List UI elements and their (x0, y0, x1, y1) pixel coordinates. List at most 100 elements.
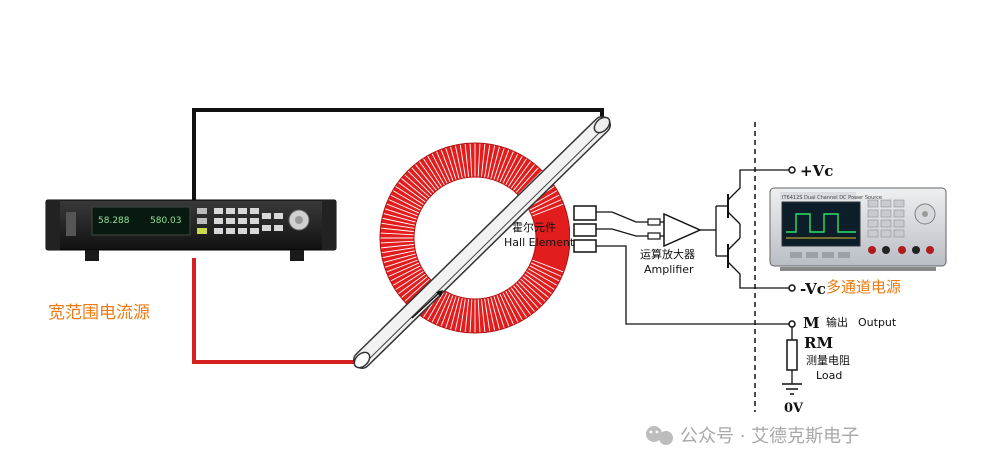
coil-turn (515, 167, 539, 193)
ground-label: 0V (784, 401, 804, 416)
coil-turn (454, 297, 463, 332)
coil-turn (477, 143, 481, 178)
coil-turn (407, 170, 433, 196)
coil-turn (386, 203, 419, 217)
coil-turn (520, 278, 546, 302)
coil-turn (400, 276, 428, 299)
coil-turn (529, 194, 560, 211)
coil-turn (395, 185, 425, 206)
coil-turn (530, 262, 562, 278)
coil-turn (464, 298, 470, 333)
watermark-text: 公众号 · 艾德克斯电子 (680, 426, 859, 447)
hall-element-block (573, 205, 597, 221)
coil-turn (464, 143, 470, 178)
coil-turn (449, 146, 460, 180)
coil-turn (477, 298, 481, 333)
coil-turn (507, 158, 528, 188)
coil-turn (383, 253, 417, 264)
coil-turn (493, 147, 505, 181)
coil-turn (502, 153, 519, 184)
source-button[interactable] (197, 208, 207, 214)
coil-turn (505, 155, 523, 186)
pos-supply-label: +Vc (800, 162, 833, 180)
hall-element-block (573, 223, 597, 237)
current-direction-arrow (436, 290, 443, 297)
multi-channel-power-supply: IT6412S Dual Channel DC Power Source (769, 187, 947, 271)
coil-turn (445, 295, 457, 329)
coil-turn (529, 265, 560, 282)
coil-turn (445, 147, 457, 181)
neg-supply-terminal (788, 284, 796, 292)
coil-turn (381, 217, 416, 226)
coil-turn (380, 232, 415, 236)
coil-turn (427, 155, 445, 186)
coil-turn (490, 296, 501, 330)
coil-turn (390, 265, 421, 282)
pos-supply-terminal (788, 166, 796, 174)
coil-turn (380, 227, 415, 233)
coil-turn (440, 294, 454, 327)
coil-turn (404, 278, 430, 302)
current-conductor-rod (353, 116, 611, 369)
power-switch[interactable] (66, 212, 76, 236)
coil-turn (469, 298, 473, 333)
coil-turn (395, 270, 425, 291)
coil-turn (390, 194, 421, 211)
ground-symbol (782, 383, 802, 395)
supply-keypad[interactable] (867, 199, 905, 238)
neg-supply-label: -Vc (800, 280, 826, 298)
coil-turn (418, 160, 440, 189)
coil-turn (499, 293, 515, 325)
coil-turn (404, 174, 430, 198)
coil-turn (431, 292, 448, 323)
coil-turn (431, 153, 448, 184)
watermark: 公众号 · 艾德克斯电子 (646, 426, 859, 447)
coil-turn (384, 256, 418, 268)
coil-turn (510, 287, 532, 316)
coil-turn (490, 146, 501, 180)
source-button[interactable] (197, 228, 207, 234)
source-button[interactable] (197, 218, 207, 224)
supply-title: IT6412S Dual Channel DC Power Source (782, 195, 882, 201)
coil-turn (427, 290, 445, 321)
input-resistor (647, 232, 661, 240)
m-node-label: M (803, 314, 820, 332)
coil-turn (388, 262, 420, 278)
coil-turn (422, 158, 443, 188)
coil-turn (435, 151, 451, 183)
output-terminal (788, 320, 796, 328)
measure-resistor (786, 339, 798, 371)
coil-turn (510, 160, 532, 189)
coil-turn (507, 288, 528, 318)
supply-output-terminals (868, 246, 934, 254)
coil-turn (380, 240, 415, 244)
hall-element-label-en: Hall Element (504, 236, 575, 249)
coil-turn (531, 203, 564, 217)
coil-turn (484, 144, 491, 178)
coil-turn (440, 149, 454, 182)
coil-turn (484, 298, 491, 332)
coil-turn (513, 163, 536, 191)
multi-channel-source-label: 多通道电源 (826, 278, 901, 296)
amplifier-label-en: Amplifier (644, 263, 694, 276)
coil-turn (525, 270, 555, 291)
coil-turn (487, 144, 496, 179)
positive-wire (192, 258, 362, 364)
coil-turn (480, 298, 486, 333)
coil-turn (527, 268, 558, 286)
coil-turn (515, 283, 539, 309)
wide-range-source-label: 宽范围电流源 (48, 303, 150, 323)
output-label-en: Output (858, 316, 897, 329)
load-label-en: Load (816, 369, 842, 382)
coil-turn (469, 143, 473, 178)
source-display (91, 206, 191, 236)
output-label-cn: 输出 (826, 315, 848, 329)
source-keypad[interactable] (214, 208, 283, 234)
coil-turn (381, 247, 415, 254)
rm-label: RM (804, 334, 833, 352)
coil-turn (459, 144, 466, 178)
coil-turn (386, 259, 419, 273)
supply-channel-buttons[interactable] (790, 252, 850, 258)
